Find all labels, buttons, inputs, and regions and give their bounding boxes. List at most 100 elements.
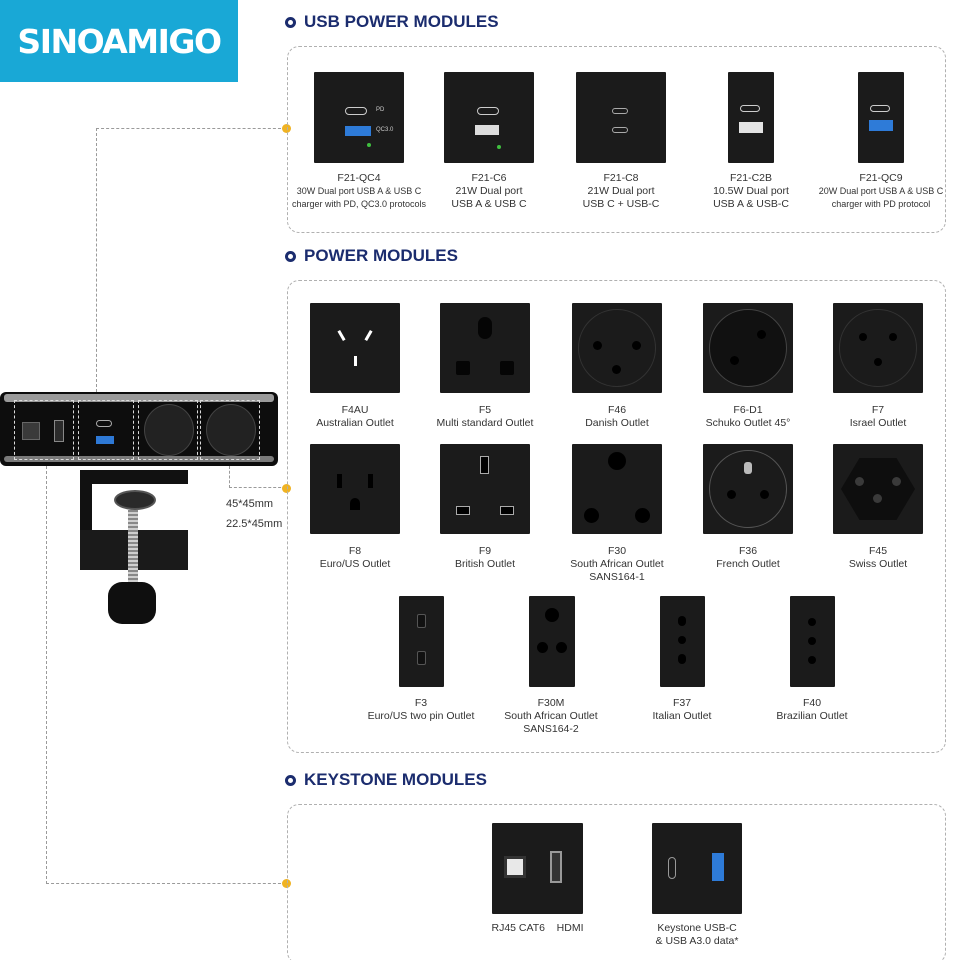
module-code: F21-QC9 [859, 172, 903, 184]
usb-c-port-icon [477, 107, 499, 115]
module-code: F6-D1 [733, 404, 763, 416]
pin-slot-icon [478, 317, 492, 339]
module-name: British Outlet [454, 558, 516, 570]
pin-hole-icon [892, 477, 901, 486]
port-label: QC3.0 [376, 127, 394, 133]
connector-dot [282, 124, 291, 133]
module-code: F3 [414, 697, 428, 709]
usb-c-port-icon [668, 857, 676, 879]
connector-dot [282, 484, 291, 493]
usb-module-image: PD QC3.0 [314, 72, 404, 163]
module-code: F21-C6 [471, 172, 507, 184]
hex-socket-icon [841, 458, 915, 520]
usb-c-port-icon [96, 420, 112, 427]
module-desc: charger with PD, QC3.0 protocols [291, 199, 427, 209]
module-name: Israel Outlet [849, 417, 907, 429]
connector-line [46, 466, 286, 884]
pin-slot-icon [354, 356, 357, 366]
indicator-led-icon [367, 143, 371, 147]
module-name: Keystone USB-C [657, 922, 737, 934]
port-label: PD [376, 107, 385, 113]
module-code: F45 [868, 545, 888, 557]
usb-slot [78, 400, 134, 460]
usb-c-port-icon [345, 107, 367, 115]
usb-a-port-icon [96, 436, 114, 444]
usb-c-port-icon [740, 105, 760, 112]
usb-module-caption: F21-QC9 20W Dual port USB A & USB C char… [812, 172, 950, 211]
power-modules-panel [287, 280, 946, 753]
module-code: F40 [802, 697, 822, 709]
module-name: Swiss Outlet [848, 558, 908, 570]
dimension-label: 45*45mm [226, 498, 274, 510]
schuko-socket-icon [206, 404, 256, 456]
pin-hole-icon [537, 642, 548, 653]
module-code: F4AU [341, 404, 369, 416]
section-title-text: POWER MODULES [304, 246, 458, 265]
usb-modules-panel [287, 46, 946, 233]
usb-module-image [728, 72, 774, 163]
pin-hole-icon [350, 498, 360, 510]
module-code: F9 [478, 545, 492, 557]
module-name: Brazilian Outlet [776, 710, 848, 722]
module-desc: charger with PD protocol [831, 199, 931, 209]
keystone-module-caption: Keystone USB-C & USB A3.0 data* [632, 922, 762, 948]
power-module-image [310, 444, 400, 534]
usb-module-image [444, 72, 534, 163]
rj45-port-icon [22, 422, 40, 440]
clamp-screw [128, 510, 138, 585]
usb-module-caption: F21-C8 21W Dual port USB C + USB-C [556, 172, 686, 211]
module-desc: 21W Dual port [455, 185, 523, 197]
module-name: French Outlet [716, 558, 780, 570]
brand-name: SINOAMIGO [17, 21, 222, 61]
bullet-icon [285, 16, 296, 28]
pin-hole-icon [889, 333, 897, 341]
module-code: F46 [607, 404, 627, 416]
connector-line [96, 128, 286, 392]
section-title-text: KEYSTONE MODULES [304, 770, 487, 789]
module-desc: 21W Dual port [587, 185, 655, 197]
power-module-image [572, 303, 662, 393]
module-code: F21-QC4 [337, 172, 381, 184]
usb-module-caption: F21-C6 21W Dual port USB A & USB C [424, 172, 554, 211]
usb-a-port-icon [345, 126, 371, 136]
keystone-slot [14, 400, 74, 460]
indicator-led-icon [497, 145, 501, 149]
pin-hole-icon [678, 654, 686, 664]
keystone-module-caption: RJ45 CAT6 HDMI [480, 922, 595, 935]
usb-c-port-icon [612, 108, 628, 114]
pin-hole-icon [859, 333, 867, 341]
module-name: Euro/US two pin Outlet [367, 710, 475, 722]
pin-slot-icon [364, 329, 373, 342]
schuko-socket-icon [709, 309, 787, 387]
power-unit-top-edge [4, 394, 274, 402]
pin-hole-icon [593, 341, 602, 350]
usb-a-port-icon [475, 125, 499, 135]
module-code: F21-C8 [603, 172, 639, 184]
pin-hole-icon [612, 365, 621, 374]
power-module-image [790, 596, 835, 687]
dimension-label: 22.5*45mm [226, 518, 283, 530]
section-title-power: POWER MODULES [285, 246, 458, 266]
pin-hole-icon [727, 490, 736, 499]
pin-hole-icon [556, 642, 567, 653]
module-name: Danish Outlet [585, 417, 649, 429]
module-code: F8 [348, 545, 362, 557]
usb-module-image [858, 72, 904, 163]
round-socket-icon [578, 309, 656, 387]
usb-module-caption: F21-C2B 10.5W Dual port USB A & USB-C [686, 172, 816, 211]
bullet-icon [285, 250, 296, 262]
module-standard: SANS164-1 [589, 571, 645, 583]
socket-slot [200, 400, 260, 460]
module-code: F30M [537, 697, 565, 709]
pin-slot-icon [480, 456, 489, 474]
usb-module-image [576, 72, 666, 163]
section-title-text: USB POWER MODULES [304, 12, 499, 31]
